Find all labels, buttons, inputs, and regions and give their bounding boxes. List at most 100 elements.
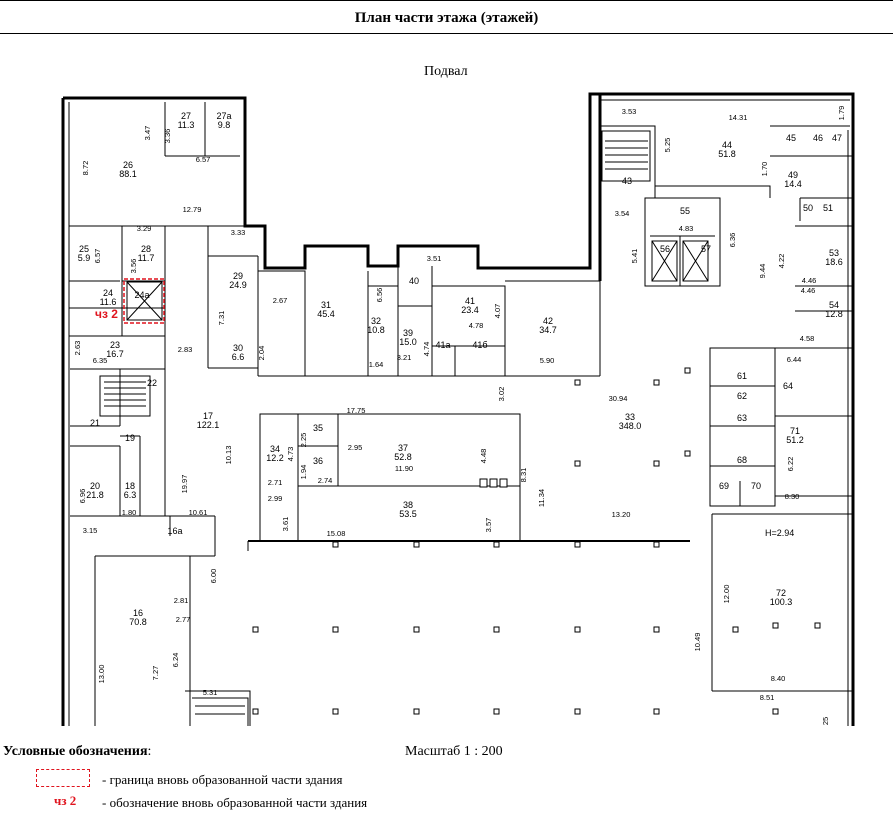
- dimension-label: 4.83: [679, 224, 694, 233]
- dimension-label: 6.24: [171, 653, 180, 668]
- room-number: 32: [371, 316, 381, 326]
- room-number: 31: [321, 300, 331, 310]
- room-number: 42: [543, 316, 553, 326]
- room-area: 12.2: [266, 453, 284, 463]
- dimension-label: 8.40: [771, 674, 786, 683]
- dimension-label: 5.41: [630, 249, 639, 264]
- dimension-label: 3.56: [129, 259, 138, 274]
- dimension-label: 2.81: [174, 596, 189, 605]
- dimension-label: 11.90: [395, 464, 413, 473]
- room-57: 57: [701, 244, 711, 254]
- room-number: 20: [90, 481, 100, 491]
- legend-title-suffix: :: [147, 744, 152, 759]
- room-46: 46: [813, 133, 823, 143]
- room-number: 45: [786, 133, 796, 143]
- dimension-label: 7.27: [151, 666, 160, 681]
- dimension-label: 13.20: [612, 510, 631, 519]
- dimension-label: 2.63: [73, 341, 82, 356]
- room-area: 52.8: [394, 452, 412, 462]
- room-number: 43: [622, 176, 632, 186]
- dimension-label: 5.25: [663, 138, 672, 153]
- room-62: 62: [737, 391, 747, 401]
- dimension-label: 2.83: [178, 345, 193, 354]
- legend-title-text: Условные обозначения: [3, 744, 148, 759]
- dimension-label: 2.99: [268, 494, 283, 503]
- dimension-label: 2.67: [273, 296, 288, 305]
- room-56: 56: [660, 244, 670, 254]
- room-number: 41: [465, 296, 475, 306]
- room-number: 44: [722, 140, 732, 150]
- dimension-label: 6.44: [787, 355, 802, 364]
- room-22: 22: [147, 378, 157, 388]
- room-area: 10.8: [367, 325, 385, 335]
- dimension-label: 4.46: [801, 286, 816, 295]
- room-number: 46: [813, 133, 823, 143]
- room-number: 18: [125, 481, 135, 491]
- room-number: 21: [90, 418, 100, 428]
- dimension-label: 2.04: [257, 346, 266, 361]
- dimension-label: 11.34: [537, 489, 546, 507]
- floor-plan: чз 2 H=2.94 2711.327а9.82688.1255.92811.…: [61, 92, 855, 726]
- dimension-label: 14.31: [729, 113, 748, 122]
- legend-item-designation: - обозначение вновь образованной части з…: [102, 795, 368, 810]
- room-number: 39: [403, 328, 413, 338]
- room-24а: 24а: [134, 290, 149, 300]
- dimension-label: 2.77: [176, 615, 191, 624]
- room-64: 64: [783, 381, 793, 391]
- dimension-label: 1.80: [122, 508, 137, 517]
- dimension-label: 5.90: [540, 356, 555, 365]
- dimension-label: 10.61: [189, 508, 208, 517]
- dimension-label: 1.64: [369, 360, 384, 369]
- stairs-and-lifts: [99, 130, 709, 726]
- dimension-label: 6.35: [93, 356, 108, 365]
- dimension-label: 3.15: [83, 526, 98, 535]
- dimension-label: 4.78: [469, 321, 484, 330]
- room-number: 54: [829, 300, 839, 310]
- document-header: План части этажа (этажей): [0, 0, 893, 34]
- room-number: 16а: [167, 526, 182, 536]
- room-number: 27: [181, 111, 191, 121]
- room-61: 61: [737, 371, 747, 381]
- room-number: 28: [141, 244, 151, 254]
- legend-item-boundary: - граница вновь образованной части здани…: [102, 772, 343, 787]
- dimension-label: 8.30: [785, 492, 800, 501]
- dimension-label: 15.08: [327, 529, 346, 538]
- room-18: 186.3: [124, 481, 137, 500]
- room-55: 55: [680, 206, 690, 216]
- room-number: 68: [737, 455, 747, 465]
- room-number: 34: [270, 444, 280, 454]
- room-number: 40: [409, 276, 419, 286]
- room-number: 36: [313, 456, 323, 466]
- room-area: 6.3: [124, 490, 137, 500]
- dimension-label: 4.48: [479, 449, 488, 464]
- room-number: 41б: [472, 340, 487, 350]
- dimension-label: 3.51: [427, 254, 442, 263]
- room-45: 45: [786, 133, 796, 143]
- dimension-label: 4.73: [286, 447, 295, 462]
- red-tag: чз 2: [95, 307, 118, 321]
- room-16а: 16а: [167, 526, 182, 536]
- dimension-label: 30.94: [609, 394, 628, 403]
- room-number: 17: [203, 411, 213, 421]
- room-43: 43: [622, 176, 632, 186]
- dimension-label: 7.31: [217, 311, 226, 326]
- dimension-label: 2.71: [268, 478, 283, 487]
- dimension-label: 6.22: [786, 457, 795, 472]
- room-35: 35: [313, 423, 323, 433]
- room-labels: 2711.327а9.82688.1255.92811.72411.624а23…: [78, 111, 843, 627]
- dimension-label: 3.29: [137, 224, 152, 233]
